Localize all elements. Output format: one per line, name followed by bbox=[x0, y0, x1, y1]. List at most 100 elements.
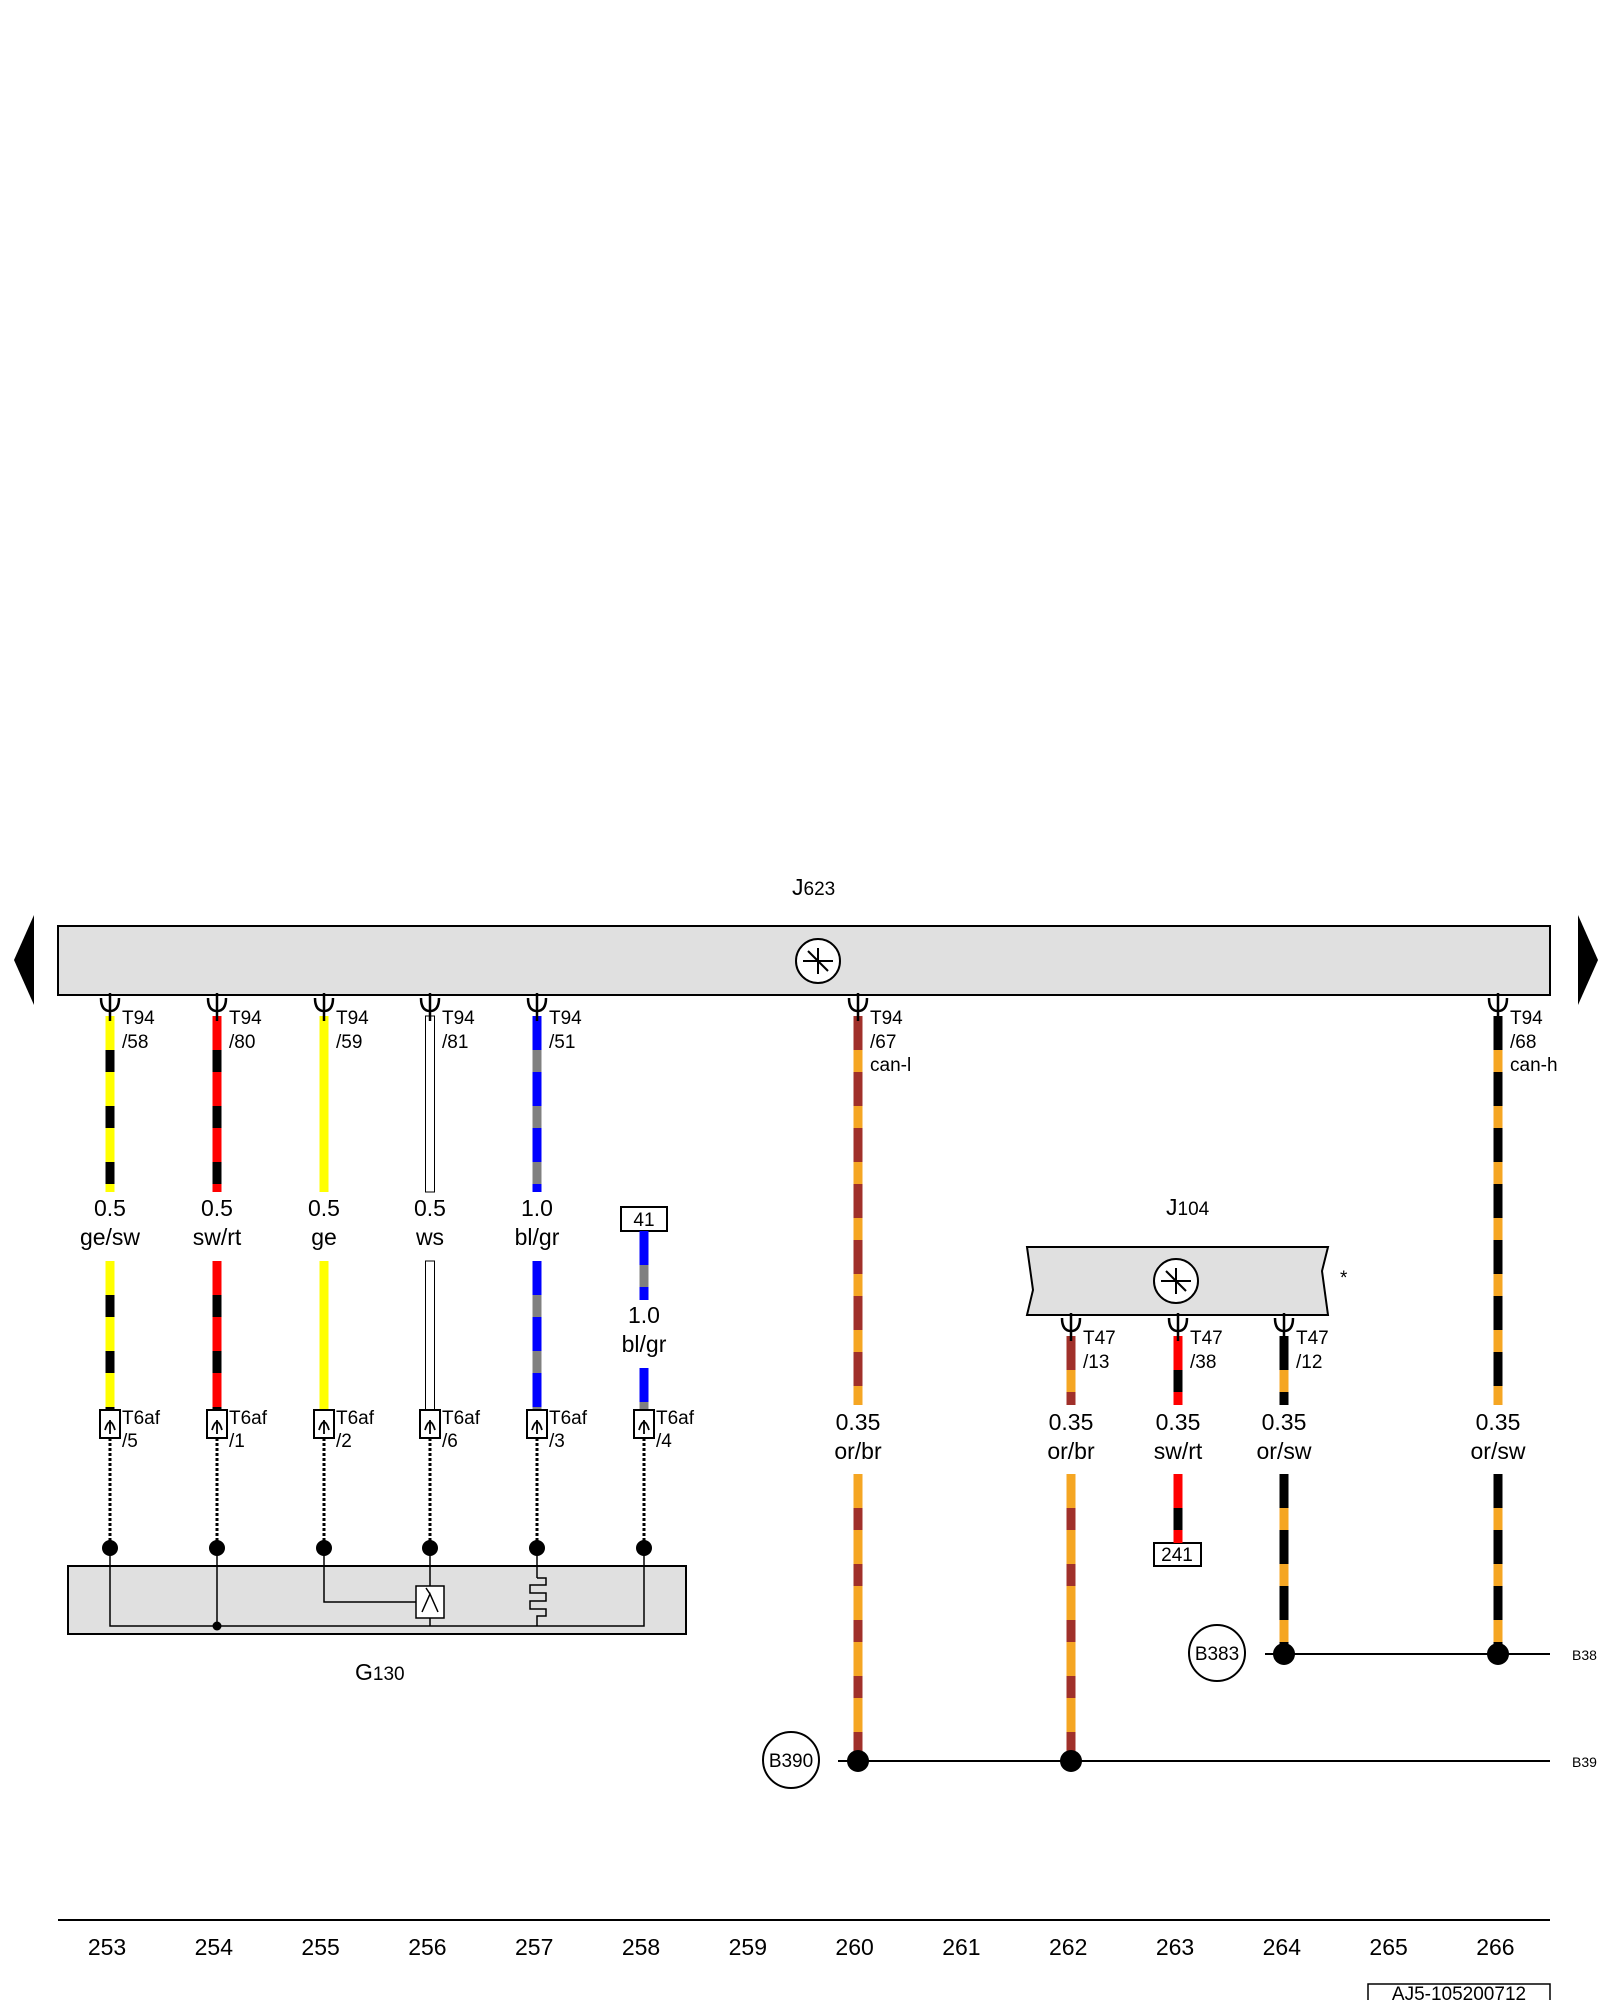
wire-size-label: 0.35 bbox=[1476, 1409, 1521, 1435]
can-l-wire-upper bbox=[853, 1016, 863, 1405]
g130-plug-pin bbox=[99, 1409, 121, 1439]
wire-segment-lower bbox=[639, 1368, 649, 1410]
g130-pin-conn: T6af bbox=[549, 1408, 588, 1429]
j623-pin-conn: T94 bbox=[229, 1008, 262, 1029]
column-number: 258 bbox=[622, 1934, 660, 1960]
j104-pin-conn: T47 bbox=[1190, 1328, 1223, 1349]
j623-pin-signal: can-h bbox=[1510, 1055, 1558, 1076]
wire-color-label: ge bbox=[311, 1224, 337, 1250]
j104-ecu-symbol-icon bbox=[1153, 1258, 1199, 1304]
j104-pin-number: /12 bbox=[1296, 1352, 1322, 1373]
column-number: 255 bbox=[301, 1934, 339, 1960]
wire-color-label: bl/gr bbox=[622, 1331, 667, 1357]
column-number: 261 bbox=[942, 1934, 980, 1960]
j623-pin-number: /51 bbox=[549, 1032, 575, 1053]
wire-color-label: sw/rt bbox=[193, 1224, 242, 1250]
j623-pin-conn: T94 bbox=[870, 1008, 903, 1029]
junction-b390[interactable] bbox=[762, 1731, 820, 1789]
column-number: 257 bbox=[515, 1934, 553, 1960]
wire-size-label: 1.0 bbox=[521, 1195, 553, 1221]
j623-pin-conn: T94 bbox=[336, 1008, 369, 1029]
g130-plug-pin bbox=[633, 1409, 655, 1439]
j623-pin-number: /58 bbox=[122, 1032, 148, 1053]
wire-segment-lower bbox=[319, 1261, 329, 1410]
j623-pin-number: /81 bbox=[442, 1032, 468, 1053]
column-number: 256 bbox=[408, 1934, 446, 1960]
wire-segment-lower bbox=[212, 1261, 222, 1410]
wire-segment-upper bbox=[212, 1016, 222, 1192]
g130-pin-number: /2 bbox=[336, 1431, 352, 1452]
j104-wire-lower bbox=[1066, 1474, 1076, 1761]
wire-color-label: or/sw bbox=[1257, 1438, 1312, 1464]
ref-241-label: 241 bbox=[1161, 1545, 1193, 1566]
splice-node bbox=[316, 1540, 332, 1556]
column-number: 262 bbox=[1049, 1934, 1087, 1960]
j623-ecu-symbol-icon bbox=[795, 938, 841, 984]
g130-pin-conn: T6af bbox=[442, 1408, 481, 1429]
j104-pin-connector bbox=[1273, 1313, 1295, 1341]
b383-edge-label: B38 bbox=[1572, 1647, 1597, 1663]
wire-size-label: 0.5 bbox=[94, 1195, 126, 1221]
column-number: 253 bbox=[88, 1934, 126, 1960]
wire-segment-upper bbox=[425, 1015, 435, 1193]
b383-node bbox=[1273, 1643, 1295, 1665]
column-number: 264 bbox=[1263, 1934, 1302, 1960]
j623-pin-conn: T94 bbox=[122, 1008, 155, 1029]
splice-node bbox=[102, 1540, 118, 1556]
g130-pin-conn: T6af bbox=[656, 1408, 695, 1429]
column-number: 265 bbox=[1369, 1934, 1407, 1960]
wire-segment-lower bbox=[532, 1261, 542, 1410]
b383-node bbox=[1487, 1643, 1509, 1665]
page-right-arrow[interactable] bbox=[1578, 915, 1598, 1005]
column-number: 266 bbox=[1476, 1934, 1514, 1960]
j104-pin-conn: T47 bbox=[1083, 1328, 1116, 1349]
junction-b383-label: B383 bbox=[1195, 1644, 1239, 1665]
g130-sensor-element-icon bbox=[415, 1585, 445, 1619]
wire-size-label: 0.35 bbox=[1156, 1409, 1201, 1435]
g130-plug-pin bbox=[313, 1409, 335, 1439]
wire-size-label: 0.5 bbox=[201, 1195, 233, 1221]
wire-size-label: 0.5 bbox=[414, 1195, 446, 1221]
j623-pin-connector bbox=[99, 993, 121, 1021]
ref-41-label: 41 bbox=[633, 1210, 654, 1231]
wire-color-label: or/br bbox=[1047, 1438, 1095, 1464]
splice-node bbox=[529, 1540, 545, 1556]
wire-segment-upper bbox=[319, 1016, 329, 1192]
column-number: 254 bbox=[195, 1934, 234, 1960]
j623-pin-connector bbox=[526, 993, 548, 1021]
j104-pin-number: /13 bbox=[1083, 1352, 1109, 1373]
can-h-wire-lower bbox=[1493, 1474, 1503, 1654]
j104-asterisk: * bbox=[1340, 1268, 1348, 1289]
b390-node bbox=[847, 1750, 869, 1772]
b390-edge-label: B39 bbox=[1572, 1754, 1597, 1770]
j104-wire-upper bbox=[1279, 1336, 1289, 1405]
j104-wire-lower bbox=[1279, 1474, 1289, 1654]
g130-ground-node bbox=[212, 1621, 222, 1631]
wire-size-label: 0.35 bbox=[1049, 1409, 1094, 1435]
page-left-arrow[interactable] bbox=[14, 915, 34, 1005]
g130-internal-circuit bbox=[109, 1548, 645, 1627]
wire-color-label: or/br bbox=[834, 1438, 882, 1464]
wire-size-label: 0.35 bbox=[836, 1409, 881, 1435]
ref-box-41[interactable] bbox=[620, 1206, 668, 1232]
j623-pin-connector bbox=[419, 993, 441, 1021]
j623-pin-signal: can-l bbox=[870, 1055, 911, 1076]
junction-b383[interactable] bbox=[1188, 1624, 1246, 1682]
g130-pin-number: /5 bbox=[122, 1431, 138, 1452]
g130-pin-number: /3 bbox=[549, 1431, 565, 1452]
g130-plug-pin bbox=[526, 1409, 548, 1439]
g130-pin-conn: T6af bbox=[229, 1408, 268, 1429]
column-number: 263 bbox=[1156, 1934, 1194, 1960]
doc-id-label: AJ5-105200712 bbox=[1392, 1984, 1526, 2000]
j623-label: J623 bbox=[792, 874, 835, 900]
j623-pin-connector bbox=[313, 993, 335, 1021]
j623-pin-connector bbox=[1487, 993, 1509, 1021]
j623-pin-number: /80 bbox=[229, 1032, 255, 1053]
j623-pin-connector bbox=[847, 993, 869, 1021]
wire-color-label: sw/rt bbox=[1154, 1438, 1203, 1464]
g130-pin-conn: T6af bbox=[336, 1408, 375, 1429]
splice-node bbox=[422, 1540, 438, 1556]
j623-pin-connector bbox=[206, 993, 228, 1021]
wire-segment-ref41 bbox=[639, 1231, 649, 1300]
j104-pin-number: /38 bbox=[1190, 1352, 1216, 1373]
